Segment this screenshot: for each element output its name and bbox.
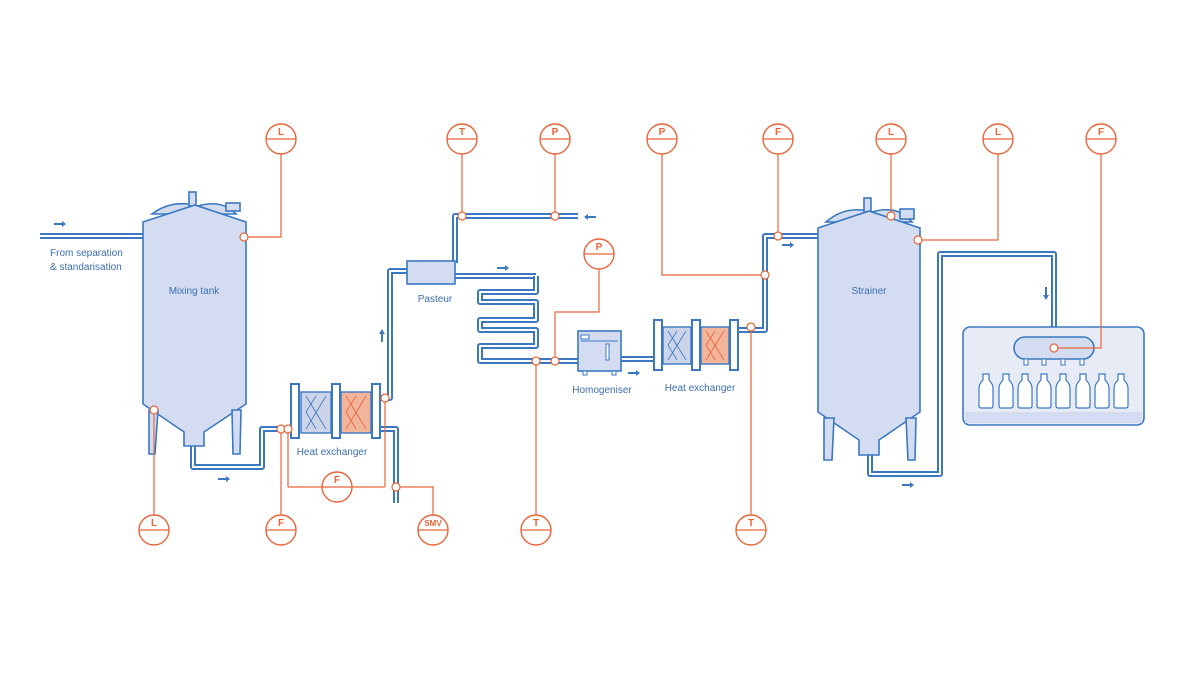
instrument-pasteur-pressure: P [539,123,571,155]
flow-arrow-icon [1043,287,1049,300]
svg-text:P: P [552,127,559,138]
instrument-strainer-level-2: L [982,123,1014,155]
signal-lines [153,154,1102,515]
svg-text:F: F [278,518,284,529]
source-label-line-1: From separation [50,248,123,259]
flow-arrow-icon [497,265,509,271]
homogeniser: Homogeniser [572,330,632,396]
measurement-taps [149,211,1059,492]
pasteur-label: Pasteur [418,294,453,305]
svg-text:T: T [533,518,539,529]
bottling-station [962,326,1145,426]
hx1-return-pipe [378,426,399,503]
pasteur-to-header-pipe [452,213,578,263]
svg-text:F: F [1098,127,1104,138]
instrument-filler-flow: F [1085,123,1117,155]
homogeniser-label: Homogeniser [572,385,632,396]
instrument-mixing-tank-level: L [265,123,297,155]
svg-text:L: L [151,518,157,529]
svg-text:SMV: SMV [424,519,442,528]
svg-text:P: P [596,242,603,253]
heat-exchanger-2-label: Heat exchanger [665,383,736,394]
heat-exchanger-1-label: Heat exchanger [297,447,368,458]
pasteur: Pasteur [406,260,456,305]
flow-arrow-icon [628,370,640,376]
svg-text:P: P [659,127,666,138]
flow-arrow-icon [782,242,794,248]
svg-text:L: L [888,127,894,138]
svg-text:T: T [748,518,754,529]
svg-text:F: F [775,127,781,138]
svg-text:L: L [995,127,1001,138]
strainer: Strainer [817,197,921,461]
instrument-pasteur-temp: T [446,123,478,155]
instrument-hx2-flow: F [762,123,794,155]
instrument-strainer-level-1: L [875,123,907,155]
instrument-hx2-pressure: P [646,123,678,155]
instrument-hx1-flow: F [265,514,297,546]
source-label-line-2: & standarisation [50,262,122,273]
flow-arrow-icon [379,329,385,342]
mixing-tank: Mixing tank [142,191,247,455]
instrument-holding-temp: T [520,514,552,546]
hx2-to-strainer-pipe [738,233,820,333]
holding-coil-pipe [477,276,578,364]
heat-exchanger-2: Heat exchanger [653,319,739,394]
instrument-hx1-flow-mid: F [321,471,353,503]
svg-text:F: F [334,475,340,486]
instrument-smv: SMV [417,514,449,546]
flow-arrow-icon [902,482,914,488]
instrument-mixing-tank-bottom-level: L [138,514,170,546]
flow-arrow-icon [54,221,66,227]
svg-text:L: L [278,127,284,138]
instrument-hx2-temp: T [735,514,767,546]
instrument-homogeniser-pressure: P [583,238,615,270]
flow-arrows [54,214,1049,488]
flow-arrow-icon [584,214,596,220]
heat-exchanger-1: Heat exchanger [290,383,381,458]
flow-arrow-icon [218,476,230,482]
strainer-label: Strainer [851,286,887,297]
mixing-tank-label: Mixing tank [169,286,221,297]
mixing-tank-outlet-pipe [190,426,298,470]
svg-text:T: T [459,127,465,138]
